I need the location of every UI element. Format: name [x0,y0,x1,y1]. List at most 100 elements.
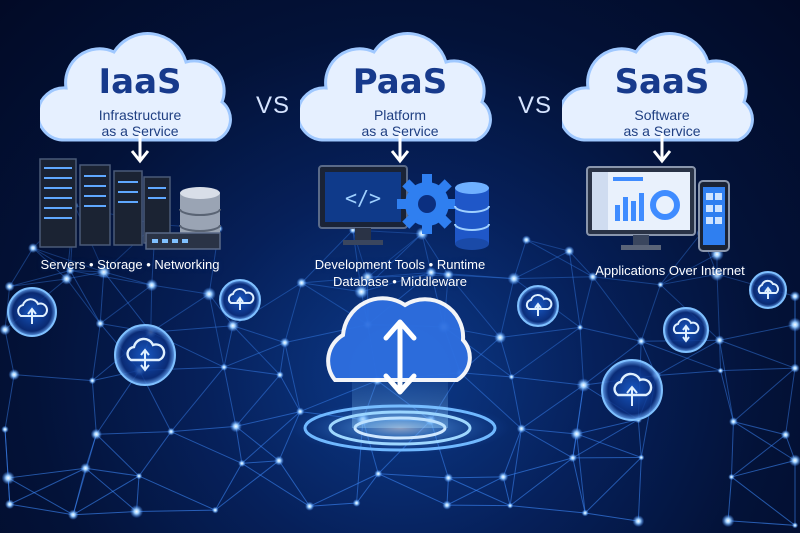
network-line [448,274,514,280]
database-icon [454,182,490,250]
network-line [731,460,796,478]
network-line [170,366,225,432]
network-node [1,471,15,485]
network-node [443,473,454,483]
network-node [97,265,111,279]
network-line [367,233,423,278]
network-line [235,411,301,427]
network-line [521,384,584,430]
network-line [637,419,642,458]
network-line [223,342,286,368]
network-line [640,284,661,342]
paas-title: PaaS [352,62,448,102]
network-line [72,468,86,515]
network-line [301,276,368,284]
network-line [719,340,734,422]
saas-illustration [586,166,730,252]
network-node [352,499,361,507]
network-line [96,431,172,435]
network-node [789,291,800,302]
network-node [238,459,246,468]
network-node [276,371,284,379]
network-line [378,473,448,506]
network-line [511,376,522,429]
network-line [284,282,303,343]
network-line [727,476,732,521]
network-line [720,370,734,422]
network-line [214,463,243,511]
network-line [91,323,101,381]
network-line [510,505,586,514]
network-line [72,475,140,516]
network-node [211,506,219,514]
network-line [241,462,310,507]
network-line [214,460,280,511]
network-node [521,235,531,245]
network-node [229,420,242,433]
network-node [4,281,15,292]
paas-subtitle: Platform as a Service [361,107,439,139]
network-node [65,266,75,275]
saas-title: SaaS [614,62,710,102]
network-line [568,250,594,278]
network-line [85,467,137,512]
network-line [235,425,280,462]
network-line [4,286,11,330]
network-node [507,272,521,285]
network-line [66,278,101,324]
network-line [511,376,584,386]
code-monitor-icon: </> [318,165,408,245]
network-line [448,477,511,507]
network-node [295,407,305,416]
smartphone-icon [698,180,730,252]
network-line [716,274,721,341]
network-line [4,374,15,430]
network-node [167,427,175,436]
svg-text:</>: </> [345,186,381,210]
network-node [721,514,735,528]
network-node [361,271,374,284]
network-node [717,367,724,374]
cloud-upload-icon [601,359,663,421]
iaas-cloud: IaaS Infrastructure as a Service [40,12,240,142]
network-line [583,340,642,386]
network-line [503,457,573,478]
network-line [576,385,585,435]
network-node [632,515,645,528]
network-line [731,434,786,478]
network-node [354,284,369,299]
network-line [660,253,718,286]
network-line [235,374,281,427]
network-line [99,271,105,324]
network-line [509,428,522,506]
network-node [1,425,9,434]
network-line [356,473,379,504]
network-line [70,269,152,286]
network-line [733,367,796,422]
cloud-sync-icon [114,324,176,386]
network-line [513,276,593,280]
network-line [637,457,642,522]
network-line [572,419,639,459]
network-line [509,457,574,507]
network-node [135,472,143,480]
paas-illustration: </> [318,165,490,250]
network-line [32,247,67,280]
network-line [513,250,570,280]
saas-cloud: SaaS Software as a Service [562,12,762,142]
network-line [513,239,527,279]
network-line [9,270,71,287]
network-node [226,319,239,332]
network-line [279,342,286,375]
network-line [136,509,216,513]
arrow-down-icon [652,133,672,164]
network-node [788,317,800,332]
network-line [14,374,93,382]
network-line [585,512,639,522]
network-line [660,232,702,286]
network-line [568,251,581,328]
network-line [103,271,152,333]
network-line [720,367,796,372]
network-line [526,239,594,278]
